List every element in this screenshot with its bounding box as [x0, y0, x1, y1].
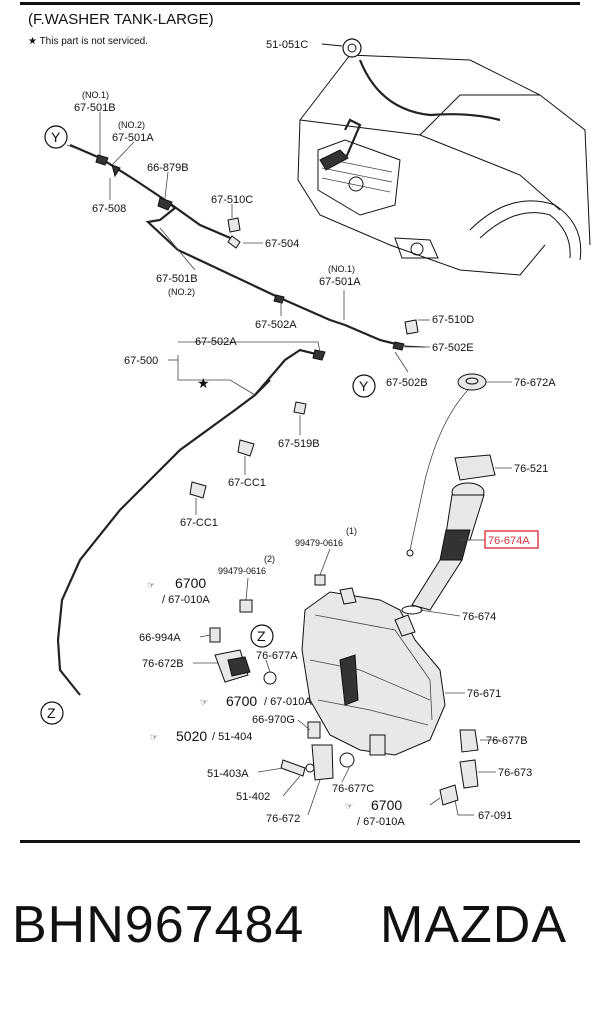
part-label: 51-402 [236, 791, 270, 803]
washer-tank [263, 587, 446, 768]
highlighted-part-label: 76-674A [488, 535, 530, 547]
part-label: 76-677A [256, 650, 298, 662]
part-label: 76-673 [498, 767, 532, 779]
reference-y-label: Y [51, 129, 61, 145]
part-label: (NO.2) [168, 287, 195, 297]
part-label: / 67-010A [264, 696, 312, 708]
part-label: / 67-010A [357, 816, 405, 828]
part-label: 67-501A [319, 276, 361, 288]
pointer-icon: ☞ [147, 580, 155, 590]
part-label: 67-508 [92, 203, 126, 215]
part-label: / 51-404 [212, 731, 252, 743]
reference-circle-z [250, 624, 274, 648]
part-label: 76-674 [462, 611, 496, 623]
part-label: / 67-010A [162, 594, 210, 606]
filler-assembly [401, 373, 496, 615]
part-label: 67-510C [211, 194, 253, 206]
part-label: 51-051C [266, 39, 308, 51]
part-label: 67-504 [265, 238, 299, 250]
diagram-title: (F.WASHER TANK-LARGE) [28, 11, 214, 28]
reference-y-label: Y [359, 378, 369, 394]
part-label: 67-519B [278, 438, 320, 450]
reference-circle-y [44, 125, 68, 149]
part-label: 67-500 [124, 355, 158, 367]
part-number: BHN967484 [12, 896, 305, 954]
part-label: (1) [346, 526, 357, 536]
pointer-icon: ☞ [150, 732, 158, 742]
caption: BHN967484 MAZDA [0, 895, 600, 975]
brand-name: MAZDA [380, 896, 567, 954]
part-label: 66-994A [139, 632, 181, 644]
part-label: 99479-0616 [218, 566, 266, 576]
part-label: 76-672A [514, 377, 556, 389]
part-label: 76-672B [142, 658, 184, 670]
reference-z-label: Z [47, 705, 56, 721]
part-label: 66-970G [252, 714, 295, 726]
part-label: 76-677C [332, 783, 374, 795]
part-label: (NO.2) [118, 120, 145, 130]
part-label: 67-501B [156, 273, 198, 285]
part-label: 67-502A [255, 319, 297, 331]
part-label: 67-510D [432, 314, 474, 326]
part-label: 67-502B [386, 377, 428, 389]
reference-circle-y [352, 374, 376, 398]
part-label: 5020 [176, 728, 207, 744]
part-label: 66-879B [147, 162, 189, 174]
not-serviced-star-icon: ★ [197, 375, 210, 391]
part-label: 67-CC1 [180, 517, 218, 529]
part-label: 67-501A [112, 132, 154, 144]
part-label: 67-501B [74, 102, 116, 114]
top-rule [20, 2, 580, 5]
part-label: 51-403A [207, 768, 249, 780]
part-label: 6700 [226, 693, 257, 709]
part-label: 76-677B [486, 735, 528, 747]
highlight-box [484, 530, 539, 549]
part-label: 6700 [371, 797, 402, 813]
reference-z-label: Z [257, 628, 266, 644]
part-label: 76-671 [467, 688, 501, 700]
part-label: 67-502A [195, 336, 237, 348]
pointer-icon: ☞ [345, 801, 353, 811]
pointer-icon: ☞ [200, 697, 208, 707]
parts-diagram: (F.WASHER TANK-LARGE) ★ This part is not… [28, 11, 591, 828]
car-front-illustration [297, 38, 591, 276]
part-label: 67-091 [478, 810, 512, 822]
upper-hose-assembly [69, 143, 426, 351]
leader-lines [66, 112, 512, 816]
part-label: (NO.1) [328, 264, 355, 274]
reference-circle-z [40, 701, 64, 725]
bottom-rule [20, 840, 580, 843]
part-label: 76-521 [514, 463, 548, 475]
part-label: 99479-0616 [295, 538, 343, 548]
pump-parts [209, 574, 479, 806]
part-label: 67-502E [432, 342, 474, 354]
part-label: 67-CC1 [228, 477, 266, 489]
part-label: (NO.1) [82, 90, 109, 100]
part-label: (2) [264, 554, 275, 564]
lower-hose-assembly [56, 348, 326, 696]
part-label: 6700 [175, 575, 206, 591]
not-serviced-note: ★ This part is not serviced. [28, 36, 148, 47]
part-label: 76-672 [266, 813, 300, 825]
